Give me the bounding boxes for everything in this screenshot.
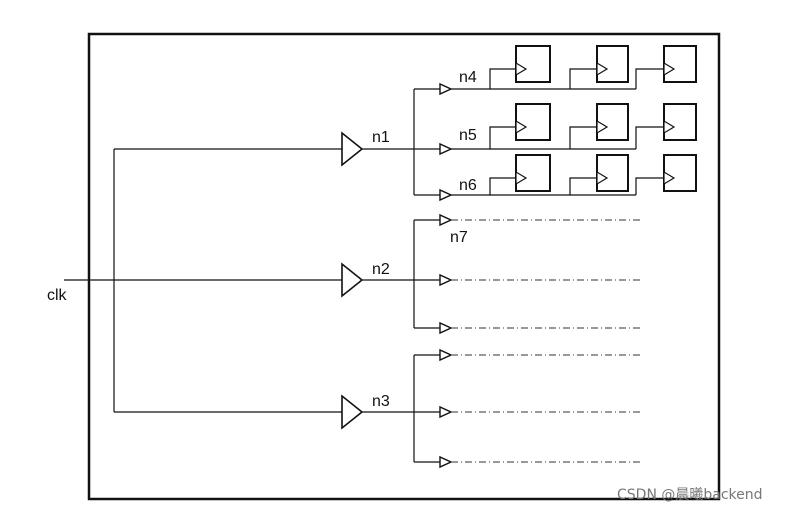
- net-label-n7: n7: [450, 229, 468, 246]
- buffer-n3: [341, 394, 364, 430]
- driver-arrow: [439, 455, 453, 469]
- flip-flop: [515, 45, 551, 83]
- n3-branch-wires: [362, 354, 440, 463]
- flip-flop: [515, 103, 551, 141]
- flip-flop: [596, 103, 629, 141]
- flip-flop: [515, 154, 551, 192]
- flip-flop-clock-pin: [663, 119, 676, 135]
- flip-flop-clock-pin: [515, 119, 528, 135]
- flip-flop-clock-pin: [515, 61, 528, 77]
- net-label-n4: n4: [459, 69, 477, 86]
- flip-flop-clock-pin: [663, 170, 676, 186]
- flip-flop: [663, 45, 697, 83]
- flip-flop: [596, 45, 629, 83]
- net-label-n1: n1: [372, 129, 390, 146]
- net-label-n6: n6: [459, 177, 477, 194]
- flip-flop: [663, 103, 697, 141]
- driver-arrow-n4: [439, 82, 453, 96]
- net-label-n2: n2: [372, 261, 390, 278]
- n5-row: [451, 103, 697, 150]
- driver-arrow-n5: [439, 142, 453, 156]
- n6-row: [451, 154, 697, 196]
- driver-arrow: [439, 405, 453, 419]
- flip-flop-clock-pin: [596, 119, 609, 135]
- clk-spine: [113, 148, 342, 413]
- driver-arrow: [439, 348, 453, 362]
- flip-flop-clock-pin: [596, 61, 609, 77]
- net-label-n3: n3: [372, 393, 390, 410]
- n1-branch-wires: [362, 88, 440, 196]
- flip-flop-clock-pin: [663, 61, 676, 77]
- flip-flop: [596, 154, 629, 192]
- n4-row: [451, 45, 697, 90]
- flip-flop-clock-pin: [515, 170, 528, 186]
- driver-arrow-n7: [439, 213, 453, 227]
- driver-arrow: [439, 321, 453, 335]
- flip-flop-clock-pin: [596, 170, 609, 186]
- buffer-n1: [341, 131, 364, 167]
- flip-flop: [663, 154, 697, 192]
- watermark: CSDN @晨曦backend: [617, 487, 763, 503]
- n2-branch-wires: [362, 219, 440, 329]
- driver-arrow-n6: [439, 188, 453, 202]
- driver-arrow: [439, 273, 453, 287]
- net-label-n5: n5: [459, 127, 477, 144]
- chip-boundary: [87, 32, 721, 501]
- clk-label: clk: [47, 287, 68, 304]
- buffer-n2: [341, 262, 364, 298]
